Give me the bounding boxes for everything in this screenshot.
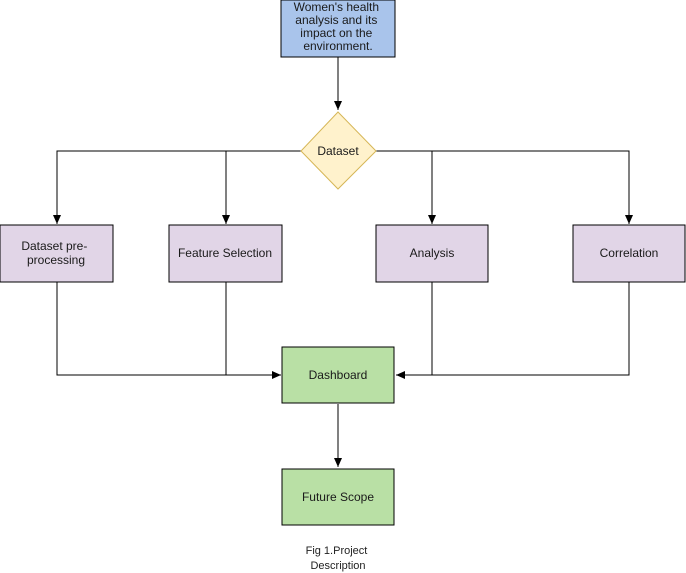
node-preprocessing: Dataset pre- processing [0, 224, 114, 283]
node-root: Women's health analysis and its impact o… [280, 0, 396, 58]
node-root-line-1: Women's health [294, 0, 379, 14]
node-analysis-label: Analysis [410, 246, 455, 260]
node-dataset-line-1: Dataset [317, 144, 359, 158]
node-root-label: Women's health analysis and its impact o… [294, 0, 383, 53]
node-preprocessing-label: Dataset pre- processing [21, 239, 90, 267]
node-correlation-line-1: Correlation [600, 246, 659, 260]
node-correlation-box [572, 224, 686, 283]
node-analysis-box [375, 224, 489, 283]
node-root-box [280, 0, 396, 58]
edge-dataset-to-correlation [432, 150, 633, 224]
node-dashboard-box [281, 346, 395, 404]
node-correlation-label: Correlation [600, 246, 659, 260]
node-preprocessing-box [0, 224, 114, 283]
node-future-scope-box [281, 468, 395, 526]
node-preprocessing-line-2: processing [27, 253, 85, 267]
node-dashboard-label: Dashboard [309, 368, 368, 382]
node-root-line-2: analysis and its [295, 13, 377, 27]
edge-dataset-to-analysis [376, 150, 436, 224]
edge-dataset-to-preprocessing [53, 150, 301, 224]
node-feature-selection: Feature Selection [168, 224, 283, 283]
node-dataset: Dataset [300, 111, 377, 190]
node-root-line-4: environment. [303, 39, 372, 53]
node-feature-selection-label: Feature Selection [178, 246, 272, 260]
node-dashboard: Dashboard [281, 346, 395, 404]
node-root-line-3: impact on the [300, 26, 372, 40]
figure-caption-line-1: Fig 1.Project [306, 545, 368, 557]
node-analysis: Analysis [375, 224, 489, 283]
figure-caption-line-2: Description [310, 560, 365, 572]
node-future-scope-label: Future Scope [302, 490, 374, 504]
edge-correlation-to-dashboard [396, 282, 630, 379]
edge-preprocessing-to-dashboard [56, 282, 281, 379]
node-dashboard-line-1: Dashboard [309, 368, 368, 382]
node-preprocessing-line-1: Dataset pre- [21, 239, 87, 253]
node-analysis-line-1: Analysis [410, 246, 455, 260]
node-dataset-diamond [300, 111, 377, 190]
node-dataset-label: Dataset [317, 144, 359, 158]
node-feature-selection-line-1: Feature Selection [178, 246, 272, 260]
node-future-scope: Future Scope [281, 468, 395, 526]
node-future-scope-line-1: Future Scope [302, 490, 374, 504]
node-feature-selection-box [168, 224, 283, 283]
figure-caption: Fig 1.Project Description [306, 545, 371, 572]
node-correlation: Correlation [572, 224, 686, 283]
